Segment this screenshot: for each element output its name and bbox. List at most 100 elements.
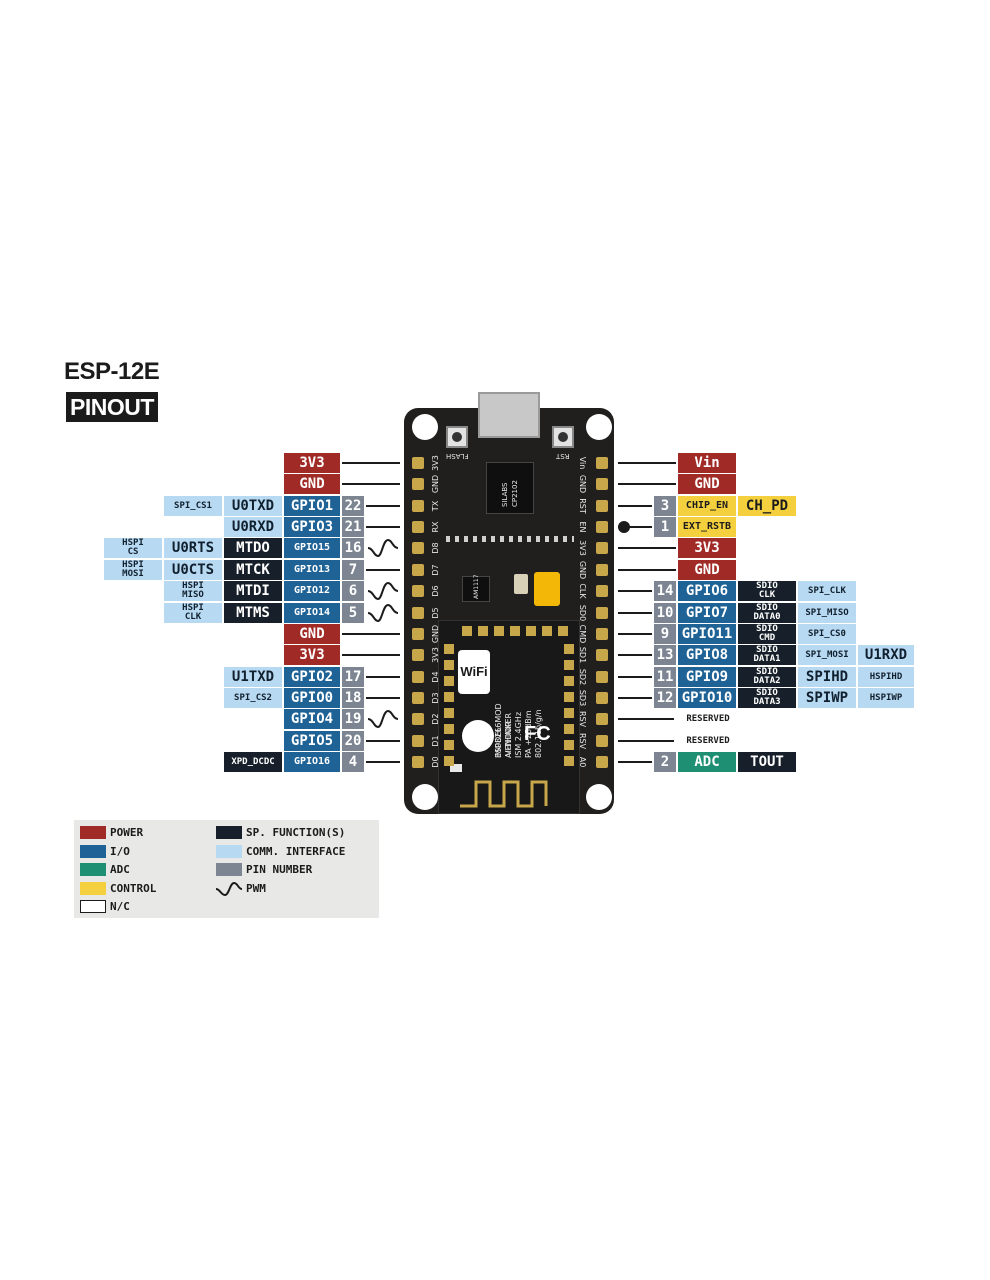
legend-label: I/O (110, 844, 130, 858)
header-pin (412, 478, 424, 491)
board-pin-label: D0 (431, 756, 440, 768)
module-pad (444, 724, 454, 734)
function-label-line-2: CLK (184, 611, 202, 622)
header-pin (412, 627, 424, 640)
header-pin (412, 542, 424, 555)
connector-line (618, 739, 674, 742)
function-label: CH_PD (738, 495, 796, 516)
header-pin (596, 499, 608, 512)
header-pin (412, 649, 424, 662)
gpio-label: GPIO6 (678, 581, 736, 602)
pin-number: 18 (342, 687, 364, 708)
function-label: SPIWP (798, 687, 856, 708)
module-led (450, 764, 462, 772)
connector-line (618, 526, 652, 529)
diagram-subtitle: PINOUT (66, 392, 158, 422)
connector-line (618, 547, 676, 550)
gpio-label: GPIO2 (284, 666, 340, 687)
capacitor (534, 572, 560, 606)
connector-line (342, 632, 400, 635)
connector-line (342, 483, 400, 486)
gpio-label: GPIO12 (284, 581, 340, 602)
function-label: U1TXD (224, 666, 282, 687)
function-label: HSPIHD (858, 666, 914, 687)
gpio-label: GPIO10 (678, 687, 736, 708)
header-pin (596, 649, 608, 662)
legend-swatch (216, 826, 242, 839)
usb-connector (478, 392, 540, 438)
connector-line (366, 568, 400, 571)
pin-number: 21 (342, 517, 364, 538)
connector-line (618, 761, 652, 764)
legend-label: ADC (110, 863, 130, 876)
header-pin (412, 521, 424, 534)
pin-number: 19 (342, 709, 364, 730)
header-pin (596, 521, 608, 534)
function-label-line-2: CS (127, 547, 139, 558)
function-label: U0RTS (164, 538, 222, 559)
header-pin (596, 478, 608, 491)
connector-line (366, 675, 400, 678)
legend-swatch (80, 844, 106, 858)
legend-label: COMM. INTERFACE (246, 844, 346, 858)
legend-label: CONTROL (110, 881, 157, 895)
module-side-text-2: VENDOR (504, 721, 513, 756)
flash-button-label: FLASH (446, 452, 469, 460)
module-pad (564, 676, 574, 686)
reset-button (552, 426, 574, 448)
module-pad (444, 740, 454, 750)
function-label: SPI_MISO (798, 602, 856, 623)
function-label: MTDI (224, 581, 282, 602)
smd-components (446, 536, 574, 542)
espressif-logo-icon (462, 720, 494, 752)
module-side-text-1: MODEL (494, 727, 503, 756)
pwm-wave-icon (367, 710, 399, 729)
header-pin (412, 756, 424, 769)
gpio-label: ADC (678, 752, 736, 773)
power-label: GND (678, 474, 736, 495)
module-pad (564, 724, 574, 734)
header-pin (412, 606, 424, 619)
gpio-label: GPIO9 (678, 666, 736, 687)
function-label: U0TXD (224, 495, 282, 516)
module-pad (494, 626, 504, 636)
function-label-line-1: HSPI (182, 581, 204, 592)
function-label-line-2: DATA2 (753, 675, 781, 686)
wifi-logo: WiFi (458, 650, 490, 694)
pcb-antenna (460, 780, 548, 808)
function-label: HSPIWP (858, 687, 914, 708)
gpio-label: GPIO7 (678, 602, 736, 623)
power-label: 3V3 (284, 453, 340, 473)
pin-number: 12 (654, 687, 676, 708)
connector-line (618, 718, 674, 721)
function-label-line-1: SDIO (756, 581, 778, 592)
connector-line (618, 611, 652, 614)
header-pin (596, 756, 608, 769)
legend-label: PWM (246, 881, 266, 895)
function-label: SPI_MOSI (798, 645, 856, 666)
pin-number: 3 (654, 495, 676, 516)
module-pad (564, 756, 574, 766)
function-label-line-1: HSPI (122, 559, 144, 570)
pwm-wave-icon (367, 582, 399, 601)
pwm-wave-icon (367, 539, 399, 558)
function-label: SPI_CS2 (224, 687, 282, 708)
mount-hole-icon (412, 414, 438, 440)
header-pin (596, 627, 608, 640)
gpio-label: GPIO13 (284, 559, 340, 580)
connector-line (366, 696, 400, 699)
usb-chip-label-1: SILABS (501, 482, 509, 507)
connector-line (366, 739, 400, 742)
function-label-line-1: SDIO (756, 623, 778, 634)
pin-number: 10 (654, 602, 676, 623)
header-pin (596, 734, 608, 747)
header-pin (596, 691, 608, 704)
usb-uart-chip: SILABS CP2102 (486, 462, 534, 514)
